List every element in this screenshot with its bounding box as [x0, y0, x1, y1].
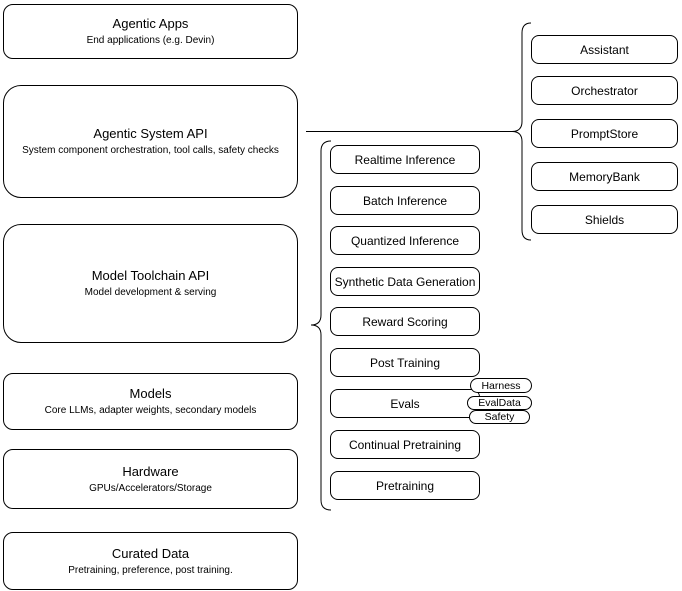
pill-label: Safety: [484, 411, 515, 423]
node-promptstore: PromptStore: [531, 119, 678, 148]
node-model-toolchain-api: Model Toolchain API Model development & …: [3, 224, 298, 343]
pill-evaldata: EvalData: [467, 396, 532, 410]
node-label: PromptStore: [570, 126, 639, 141]
node-title: Agentic Apps: [112, 16, 189, 31]
node-label: Quantized Inference: [350, 233, 460, 248]
system-components-brace: [511, 22, 532, 241]
node-title: Model Toolchain API: [91, 268, 210, 283]
pill-harness: Harness: [470, 378, 532, 393]
node-label: MemoryBank: [569, 169, 640, 184]
node-evals: Evals: [330, 389, 480, 418]
node-shields: Shields: [531, 205, 678, 234]
pill-safety: Safety: [469, 410, 530, 424]
pill-label: Harness: [481, 379, 521, 392]
node-subtitle: Pretraining, preference, post training.: [68, 564, 233, 576]
node-label: Shields: [584, 212, 625, 227]
node-orchestrator: Orchestrator: [531, 76, 678, 105]
node-pretraining: Pretraining: [330, 471, 480, 500]
node-label: Orchestrator: [571, 83, 638, 98]
toolchain-group-brace: [310, 140, 332, 511]
node-title: Curated Data: [111, 545, 190, 561]
node-label: Reward Scoring: [362, 314, 448, 329]
node-reward-scoring: Reward Scoring: [330, 307, 480, 336]
node-continual-pretraining: Continual Pretraining: [330, 430, 480, 459]
node-label: Evals: [390, 396, 420, 411]
node-memorybank: MemoryBank: [531, 162, 678, 191]
node-label: Realtime Inference: [354, 152, 456, 167]
node-quantized-inference: Quantized Inference: [330, 226, 480, 255]
node-label: Assistant: [580, 42, 629, 57]
node-subtitle: Core LLMs, adapter weights, secondary mo…: [44, 405, 257, 416]
node-models: Models Core LLMs, adapter weights, secon…: [3, 373, 298, 430]
node-title: Agentic System API: [93, 126, 208, 141]
node-hardware: Hardware GPUs/Accelerators/Storage: [3, 449, 298, 509]
node-label: Batch Inference: [362, 193, 448, 208]
node-label: Pretraining: [375, 478, 435, 493]
node-post-training: Post Training: [330, 348, 480, 377]
node-label: Continual Pretraining: [348, 437, 462, 452]
node-subtitle: System component orchestration, tool cal…: [22, 145, 279, 156]
node-label: Post Training: [369, 355, 441, 370]
node-subtitle: Model development & serving: [84, 287, 217, 298]
node-title: Hardware: [122, 463, 179, 479]
node-synthetic-data-generation: Synthetic Data Generation: [330, 267, 480, 296]
node-title: Models: [129, 386, 172, 401]
node-batch-inference: Batch Inference: [330, 186, 480, 215]
node-subtitle: End applications (e.g. Devin): [86, 35, 215, 46]
node-agentic-apps: Agentic Apps End applications (e.g. Devi…: [3, 4, 298, 59]
node-realtime-inference: Realtime Inference: [330, 145, 480, 174]
node-label: Synthetic Data Generation: [334, 274, 476, 289]
node-assistant: Assistant: [531, 35, 678, 64]
pill-label: EvalData: [478, 397, 521, 409]
node-subtitle: GPUs/Accelerators/Storage: [89, 482, 212, 494]
node-agentic-system-api: Agentic System API System component orch…: [3, 85, 298, 198]
node-curated-data: Curated Data Pretraining, preference, po…: [3, 532, 298, 590]
